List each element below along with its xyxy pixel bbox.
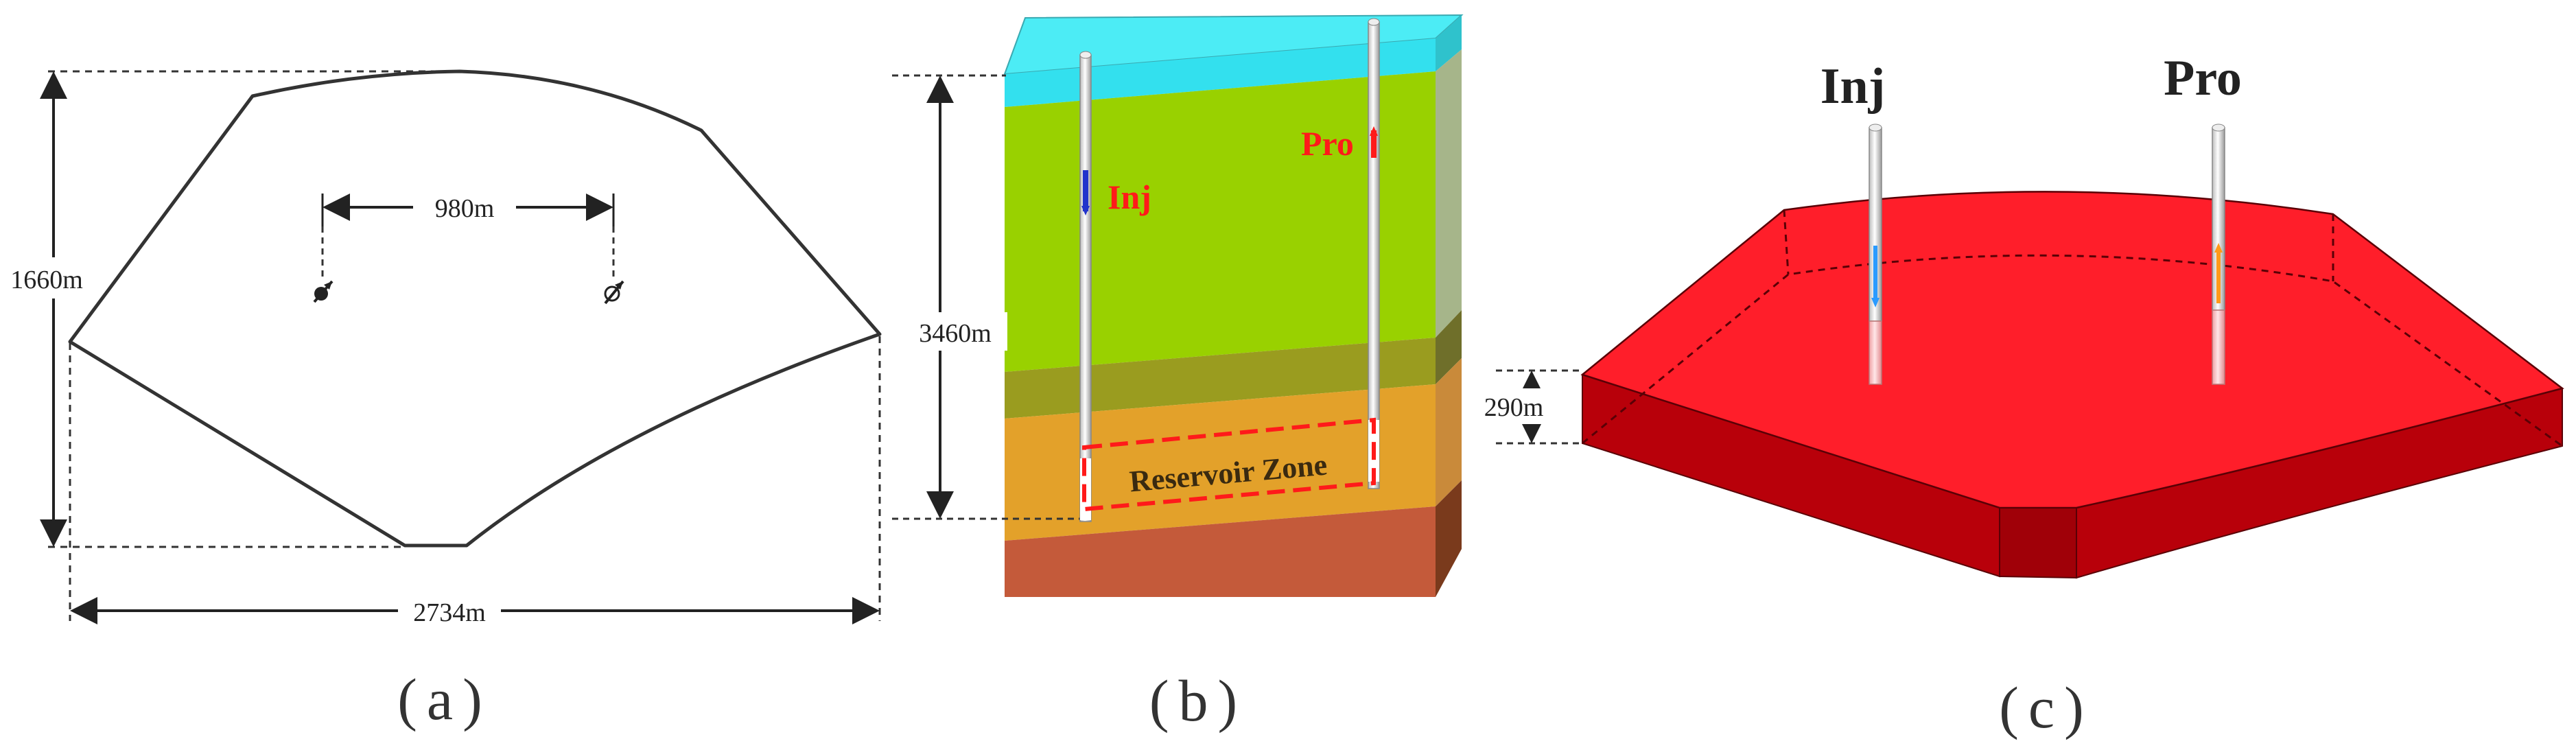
slab-top-face <box>1580 191 2564 509</box>
basement-layer <box>1005 506 1436 597</box>
injector-label-c: Inj <box>1820 58 1886 115</box>
panel-c: 290m Inj Pro (c) <box>1477 50 2564 740</box>
hidden-edges <box>1582 209 2563 447</box>
injector-label-b: Inj <box>1108 178 1151 216</box>
producer-well-b <box>1368 18 1380 489</box>
reservoir-outline-plan <box>68 69 882 548</box>
spacing-label: 980m <box>435 194 495 223</box>
panel-b: 3460m Inj Pro Reservoir Zone (b) <box>892 14 1464 734</box>
producer-label-c: Pro <box>2164 50 2242 106</box>
injector-well-b <box>1079 51 1092 522</box>
producer-well-symbol <box>604 280 624 305</box>
upper-layer <box>1005 71 1436 372</box>
middle-layer <box>1005 338 1436 419</box>
panel-a: 1660m 2734m 980m (a) <box>5 69 882 732</box>
reservoir-zone-box <box>1082 417 1376 512</box>
injector-well-symbol <box>313 280 333 303</box>
caption-b: (b) <box>1149 668 1247 734</box>
thickness-label: 290m <box>1484 393 1544 422</box>
height-label: 1660m <box>10 266 83 294</box>
caption-a: (a) <box>397 666 491 732</box>
extension-lines <box>48 70 881 621</box>
water-layer <box>1005 38 1436 107</box>
caption-c: (c) <box>1999 675 2093 740</box>
depth-label: 3460m <box>919 319 992 348</box>
producer-well-c <box>2212 124 2225 385</box>
producer-label-b: Pro <box>1301 124 1354 163</box>
width-label: 2734m <box>413 598 486 627</box>
injector-well-c <box>1869 124 1882 385</box>
slab-front-side <box>1999 507 2077 579</box>
